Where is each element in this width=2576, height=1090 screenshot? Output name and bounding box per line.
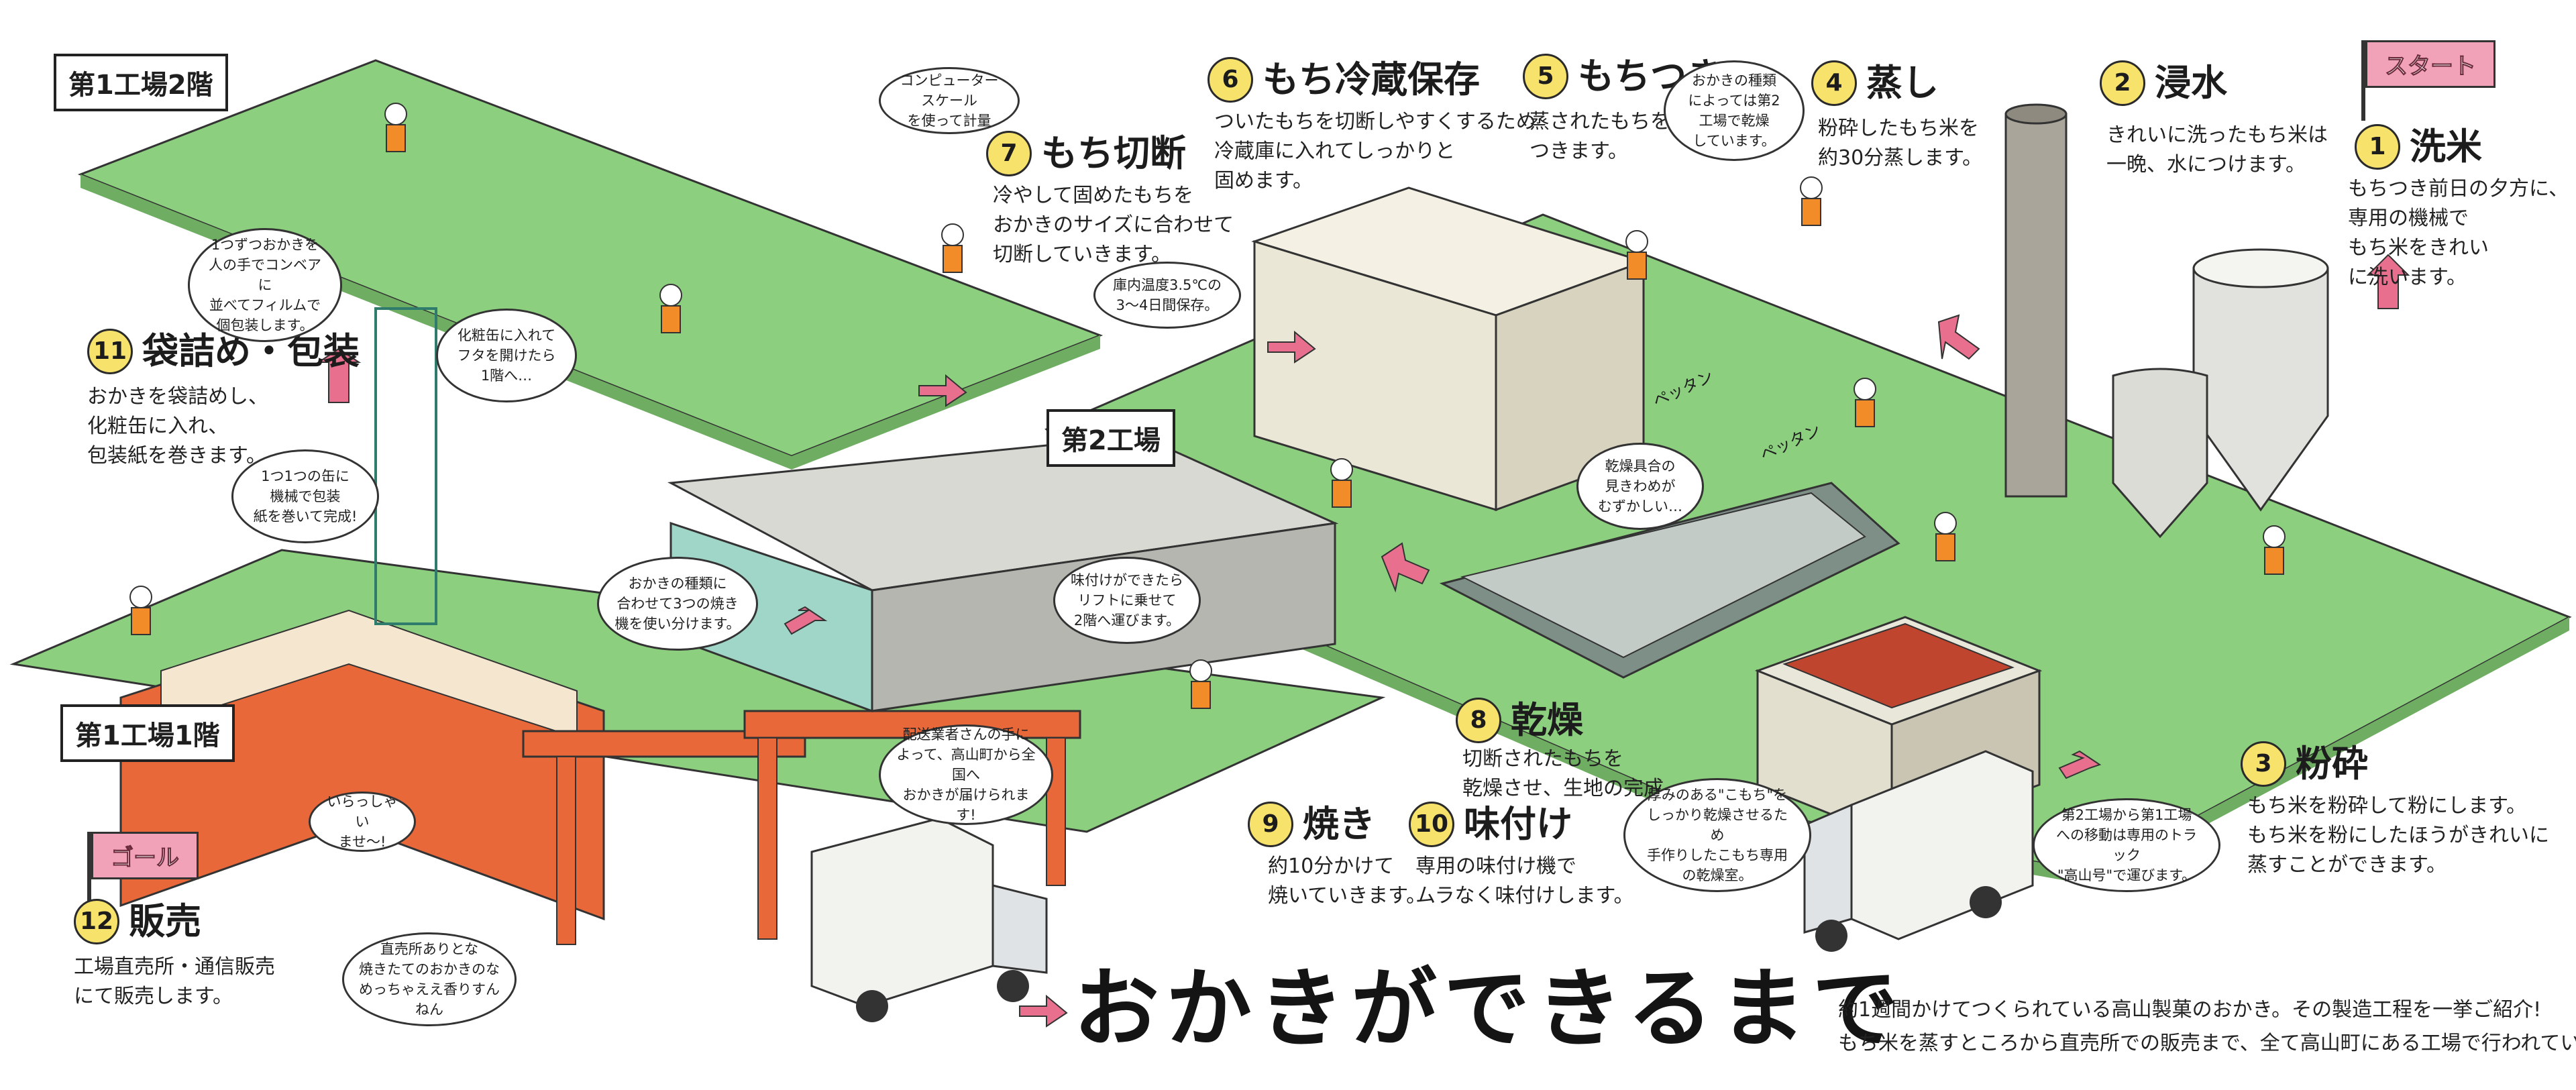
bubble-wrap-by-hand: 1つずつおかきを 人の手でコンベアに 並べてフィルムで 個包装します。 bbox=[188, 228, 342, 342]
step-1-desc: もちつき前日の夕方に、 専用の機械で もち米をきれい に洗います。 bbox=[2348, 177, 2569, 289]
step-9-desc: 約10分かけて 焼いていきます。 bbox=[1268, 855, 1427, 908]
bubble-welcome: いらっしゃい ませ〜! bbox=[309, 792, 416, 852]
bubble-truck-transfer: 第2工場から第1工場 への移動は専用のトラック "高山号"で運びます。 bbox=[2033, 798, 2220, 892]
step-3-desc: もち米を粉砕して粉にします。 もち米を粉にしたほうがきれいに 蒸すことができます… bbox=[2247, 794, 2549, 877]
lift-shaft bbox=[374, 307, 437, 625]
bubble-drying-hard: 乾燥具合の 見きわめが むずかしい… bbox=[1576, 443, 1704, 530]
steamer-tower bbox=[2004, 113, 2068, 498]
bubble-can-lift: 化粧缶に入れて フタを開けたら 1階へ… bbox=[436, 309, 577, 402]
bubble-oven-types: おかきの種類に 合わせて3つの焼き 機を使い分けます。 bbox=[597, 557, 758, 651]
goal-flag: ゴール bbox=[87, 832, 199, 912]
bubble-computer-scale: コンピュータースケール を使って計量 bbox=[879, 67, 1020, 134]
delivery-truck bbox=[810, 817, 1048, 1022]
bubble-delivery: 配送業者さんの手に よって、高山町から全国へ おかきが届けられます! bbox=[879, 724, 1053, 825]
floor-label-factory2: 第2工場 bbox=[1046, 409, 1175, 467]
floor-label-factory1-1f: 第1工場1階 bbox=[60, 704, 235, 762]
goal-flag-label: ゴール bbox=[91, 832, 199, 879]
bubble-shop-customers: 直売所ありとな 焼きたてのおかきのな めっちゃええ香りすんねん bbox=[342, 932, 517, 1026]
main-title: おかきができるまで bbox=[1073, 959, 1905, 1059]
bubble-machine-wrap: 1つ1つの缶に 機械で包装 紙を巻いて完成! bbox=[231, 449, 379, 543]
intro-line-2: もち米を蒸すところから直売所での販売まで、全て高山町にある工場で行われています。 bbox=[1838, 1032, 2576, 1055]
step-10-desc: 専用の味付け機で ムラなく味付けします。 bbox=[1415, 855, 1634, 908]
step-2-desc: きれいに洗ったもち米は 一晩、水につけます。 bbox=[2106, 123, 2328, 176]
step-4-desc: 粉砕したもち米を 約30分蒸します。 bbox=[1818, 117, 1983, 170]
workers bbox=[129, 103, 2286, 709]
rice-washing-tank bbox=[2192, 254, 2329, 512]
step-12-desc: 工場直売所・通信販売 にて販売します。 bbox=[74, 955, 275, 1008]
step-5-desc: 蒸されたもちを つきます。 bbox=[1529, 110, 1670, 163]
start-flag: スタート bbox=[2361, 40, 2496, 121]
start-flag-label: スタート bbox=[2365, 40, 2496, 88]
bubble-storage-temp: 庫内温度3.5℃の 3〜4日間保存。 bbox=[1093, 262, 1241, 329]
truck-takayama-go bbox=[1803, 750, 2034, 952]
bubble-seasoned-lift: 味付けができたら リフトに乗せて 2階へ運びます。 bbox=[1053, 557, 1201, 644]
bubble-komochi-dryer: 厚みのある"こもち"を しっかり乾燥させるため 手作りしたこもち専用 の乾燥室。 bbox=[1623, 778, 1811, 892]
floor-label-factory1-2f: 第1工場2階 bbox=[54, 54, 228, 111]
bubble-type-floor: おかきの種類 によっては第2 工場で乾燥 しています。 bbox=[1664, 60, 1805, 161]
intro-line-1: 約1週間かけてつくられている高山製菓のおかき。その製造工程を一挙ご紹介! bbox=[1838, 998, 2542, 1022]
step-7-desc: 冷やして固めたもちを おかきのサイズに合わせて 切断していきます。 bbox=[993, 184, 1234, 266]
flow-arrows bbox=[316, 254, 2410, 1028]
step-11-desc: おかきを袋詰めし、 化粧缶に入れ、 包装紙を巻きます。 bbox=[87, 385, 268, 468]
step-6-desc: ついたもちを切断しやすくするため 冷蔵庫に入れてしっかりと 固めます。 bbox=[1214, 110, 1536, 193]
step-8-desc: 切断されたもちを 乾燥させ、生地の完成。 bbox=[1462, 747, 1684, 800]
